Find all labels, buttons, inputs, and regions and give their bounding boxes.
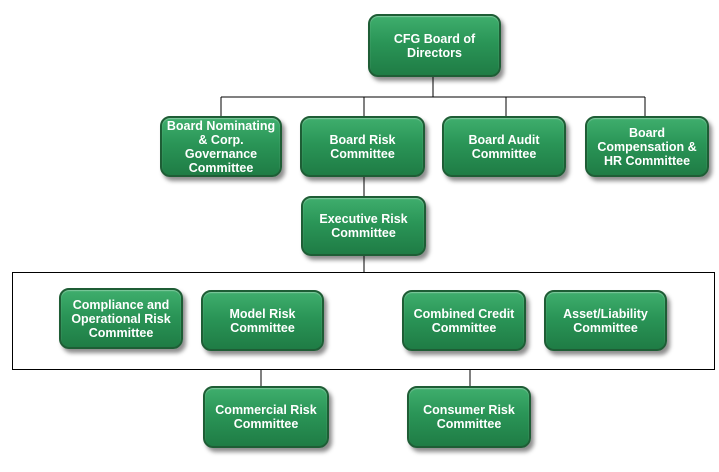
compliance-node: Compliance and Operational Risk Committe… (59, 288, 183, 349)
model-risk-node: Model Risk Committee (201, 290, 324, 351)
asset-liability-node: Asset/Liability Committee (544, 290, 667, 351)
committee-group-box (12, 272, 715, 370)
board-risk-node: Board Risk Committee (300, 116, 425, 177)
executive-risk-node: Executive Risk Committee (301, 196, 426, 256)
board-nominating-node: Board Nominating & Corp. Governance Comm… (160, 116, 282, 177)
combined-credit-node: Combined Credit Committee (402, 290, 526, 351)
root-node: CFG Board of Directors (368, 14, 501, 77)
consumer-risk-node: Consumer Risk Committee (407, 386, 531, 448)
commercial-risk-node: Commercial Risk Committee (203, 386, 329, 448)
board-compensation-node: Board Compensation & HR Committee (585, 116, 709, 177)
board-audit-node: Board Audit Committee (442, 116, 566, 177)
